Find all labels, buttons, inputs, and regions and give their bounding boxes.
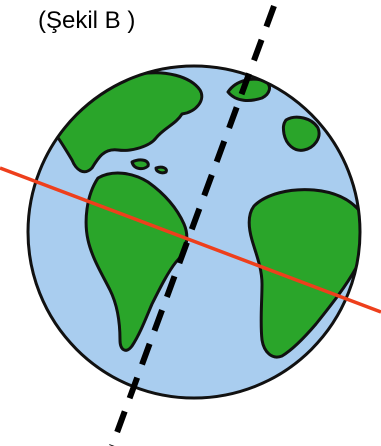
caribbean-island-2 — [156, 167, 166, 173]
europe-shape — [283, 117, 319, 150]
caribbean-island-1 — [132, 160, 148, 169]
africa-shape — [249, 190, 366, 357]
